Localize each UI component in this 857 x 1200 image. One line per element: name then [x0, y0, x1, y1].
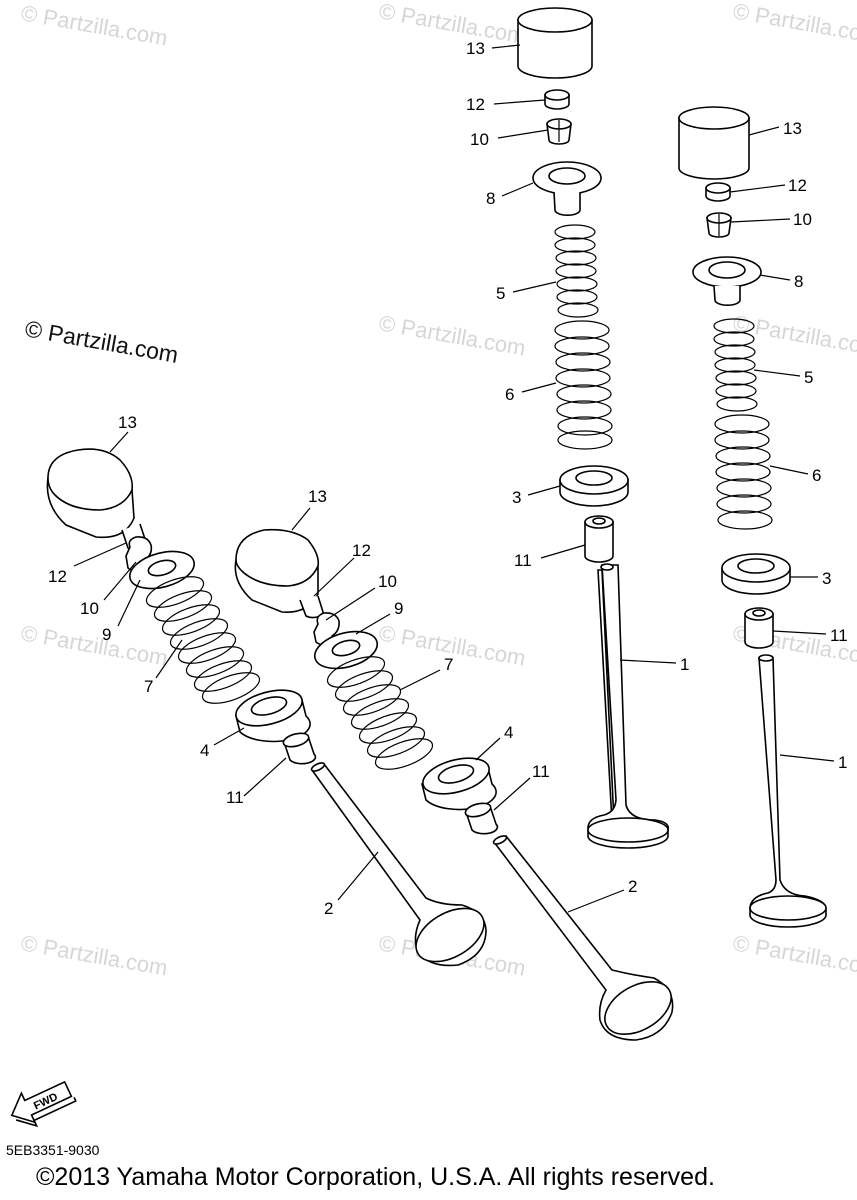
copyright-notice: ©2013 Yamaha Motor Corporation, U.S.A. A…	[36, 1163, 715, 1191]
callout-8: 8	[486, 189, 495, 208]
callout-13: 13	[783, 119, 802, 138]
callouts: 13 12 10 8 5 6 3 11 1 13 12 10 8 5 6 3 1…	[48, 39, 848, 918]
callout-4: 4	[504, 723, 513, 742]
callout-3: 3	[822, 569, 831, 588]
watermark-main: © Partzilla.com	[23, 315, 180, 368]
callout-5: 5	[804, 368, 813, 387]
part-code: 5EB3351-9030	[6, 1142, 100, 1158]
valve-assembly-c	[46, 448, 487, 967]
callout-12: 12	[788, 176, 807, 195]
callout-11: 11	[830, 626, 848, 645]
watermark: © Partzilla.com	[377, 310, 527, 360]
watermark: © Partzilla.com	[731, 0, 857, 49]
valve-assembly-d	[234, 528, 674, 1041]
fwd-arrow-icon: FWD	[10, 1080, 77, 1128]
callout-3: 3	[512, 488, 521, 507]
watermark: © Partzilla.com	[377, 0, 527, 49]
callout-11: 11	[532, 762, 550, 781]
fwd-label: FWD	[32, 1091, 60, 1112]
callout-2: 2	[628, 877, 637, 896]
callout-10: 10	[80, 599, 99, 618]
callout-4: 4	[200, 741, 209, 760]
callout-13: 13	[466, 39, 485, 58]
callout-12: 12	[466, 95, 485, 114]
valve-assembly-a	[517, 7, 670, 849]
callout-12: 12	[352, 541, 371, 560]
watermark: © Partzilla.com	[19, 930, 169, 980]
callout-9: 9	[394, 599, 403, 618]
callout-2: 2	[324, 899, 333, 918]
valve-assembly-b	[678, 106, 827, 928]
leader-lines	[73, 44, 835, 913]
watermark: © Partzilla.com	[19, 0, 169, 50]
callout-7: 7	[144, 677, 153, 696]
callout-6: 6	[812, 466, 821, 485]
callout-12: 12	[48, 567, 67, 586]
callout-10: 10	[793, 210, 812, 229]
callout-13: 13	[308, 487, 327, 506]
callout-5: 5	[496, 284, 505, 303]
callout-13: 13	[118, 413, 137, 432]
callout-6: 6	[505, 385, 514, 404]
callout-1: 1	[680, 655, 689, 674]
callout-8: 8	[794, 272, 803, 291]
callout-7: 7	[444, 655, 453, 674]
callout-10: 10	[378, 572, 397, 591]
callout-9: 9	[102, 625, 111, 644]
callout-10: 10	[470, 130, 489, 149]
watermark: © Partzilla.com	[731, 930, 857, 980]
callout-11: 11	[226, 788, 244, 807]
watermark: © Partzilla.com	[19, 620, 169, 670]
watermark: © Partzilla.com	[731, 310, 857, 360]
callout-1: 1	[838, 753, 847, 772]
callout-11: 11	[514, 551, 532, 570]
